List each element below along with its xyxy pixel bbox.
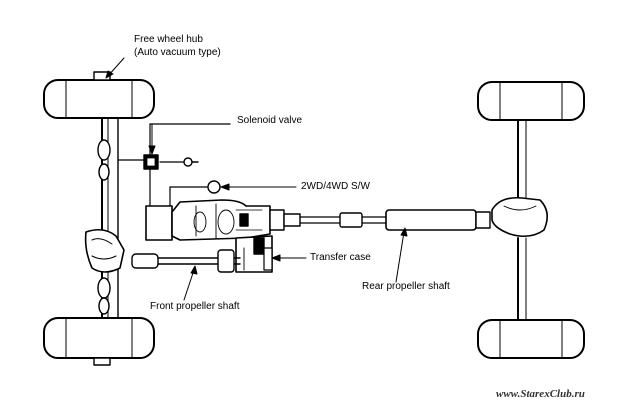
rear-right-wheel (477, 319, 585, 359)
rear-differential (491, 196, 548, 238)
free-wheel-hub-label: Free wheel hub (134, 34, 203, 45)
front-propeller-shaft-label: Front propeller shaft (150, 301, 240, 312)
watermark: www.StarexClub.ru (496, 388, 585, 400)
engine-block (145, 199, 271, 241)
2wd-4wd-switch (207, 180, 221, 194)
rear-propeller-shaft-label: Rear propeller shaft (362, 281, 450, 292)
solenoid-valve-label: Solenoid valve (237, 115, 303, 126)
vacuum-valve (183, 157, 193, 167)
rear-output-coupling (269, 209, 301, 231)
rear-propeller-shaft (299, 209, 491, 231)
front-right-wheel (43, 317, 155, 366)
transfer-case (235, 235, 273, 273)
switch-label: 2WD/4WD S/W (301, 181, 370, 192)
front-left-wheel (43, 71, 155, 119)
front-axle (97, 117, 119, 319)
vacuum-lines (117, 123, 231, 207)
transfer-case-label: Transfer case (310, 252, 371, 263)
rear-axle (491, 117, 548, 321)
front-differential (84, 228, 125, 273)
leader-arrows (105, 57, 408, 301)
free-wheel-hub-sublabel: (Auto vacuum type) (134, 47, 221, 58)
front-propeller-shaft (131, 249, 241, 273)
rear-left-wheel (477, 81, 585, 121)
